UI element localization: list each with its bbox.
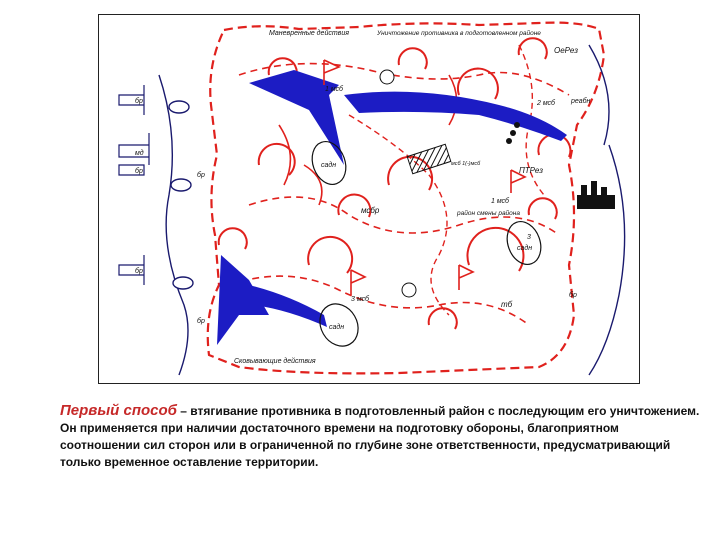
position-arc-8 <box>527 133 572 220</box>
defense-area-boundary <box>206 21 606 375</box>
label-maneuver-bottom: Сковывающие действия <box>234 357 316 365</box>
label-sadn-2: садн <box>329 323 344 331</box>
enemy-penetration-wedge-bottom <box>217 255 269 345</box>
route-line-4 <box>348 114 450 316</box>
label-small-note: мсб 1(-)мсб <box>451 161 481 167</box>
position-arc-5 <box>466 226 525 272</box>
label-ptrez: ПТРез <box>519 166 543 175</box>
unit-ovals-left <box>168 100 194 290</box>
position-arc-3 <box>456 67 499 100</box>
enemy-penetration-arrow-top <box>344 91 567 141</box>
obstacle-zone <box>406 143 452 175</box>
label-rayon-smeny: район смены района <box>456 209 520 217</box>
label-maneuver-top: Маневренные действия <box>269 29 349 37</box>
label-br-6: бр <box>569 291 577 299</box>
tactical-map: Маневренные действия Уничтожение противн… <box>118 21 626 376</box>
factory-icon <box>577 181 615 209</box>
label-sadn-3: садн <box>517 244 532 252</box>
unit-oval-sadn-1 <box>311 141 347 185</box>
left-flank-line <box>158 74 189 376</box>
label-mb2: 2 мсб <box>536 99 556 107</box>
method-title: Первый способ <box>60 402 177 419</box>
route-line-2 <box>248 196 560 236</box>
label-sadn-1: садн <box>321 161 336 169</box>
label-mb1-mid: 1 мсб <box>491 197 510 205</box>
label-mb1-top: 1 мсб <box>325 85 344 93</box>
label-br-1: бр <box>135 97 143 105</box>
label-sadn-3-num: 3 <box>527 234 531 241</box>
red-flags <box>323 59 527 295</box>
label-br-3: бр <box>197 171 205 179</box>
description-text: Первый способ – втягивание противника в … <box>60 402 700 471</box>
method-definition: – втягивание противника в подготовленный… <box>176 404 700 418</box>
label-md: мд <box>135 149 144 157</box>
method-application: Он применяется при наличии достаточного … <box>60 421 671 469</box>
right-flank-line <box>588 44 626 376</box>
position-arc-7 <box>217 193 458 330</box>
unit-oval-sadn-2 <box>319 303 359 347</box>
position-arc-4 <box>307 235 354 274</box>
unit-oval-sadn-3 <box>506 221 542 265</box>
label-oerez: ОеРез <box>554 46 578 55</box>
unit-markers <box>379 69 520 298</box>
flag-symbols-left <box>118 85 150 285</box>
enemy-penetration-arrow-bottom <box>249 285 327 327</box>
position-arc-1 <box>257 142 296 176</box>
label-mb3: 3 мсб <box>351 295 370 303</box>
route-line-3 <box>228 275 530 326</box>
label-tb: тб <box>501 300 513 309</box>
route-line-1 <box>238 62 570 96</box>
label-br-2: бр <box>135 167 143 175</box>
tactical-map-frame: Маневренные действия Уничтожение противн… <box>98 14 640 384</box>
enemy-penetration-wedge-top <box>249 70 344 165</box>
label-reabn: реабн <box>570 97 591 105</box>
label-br-4: бр <box>135 267 143 275</box>
label-destroy-area: Уничтожение противника в подготовленном … <box>376 29 541 37</box>
label-br-5: бр <box>197 317 205 325</box>
label-mbr: мсбр <box>361 206 380 215</box>
